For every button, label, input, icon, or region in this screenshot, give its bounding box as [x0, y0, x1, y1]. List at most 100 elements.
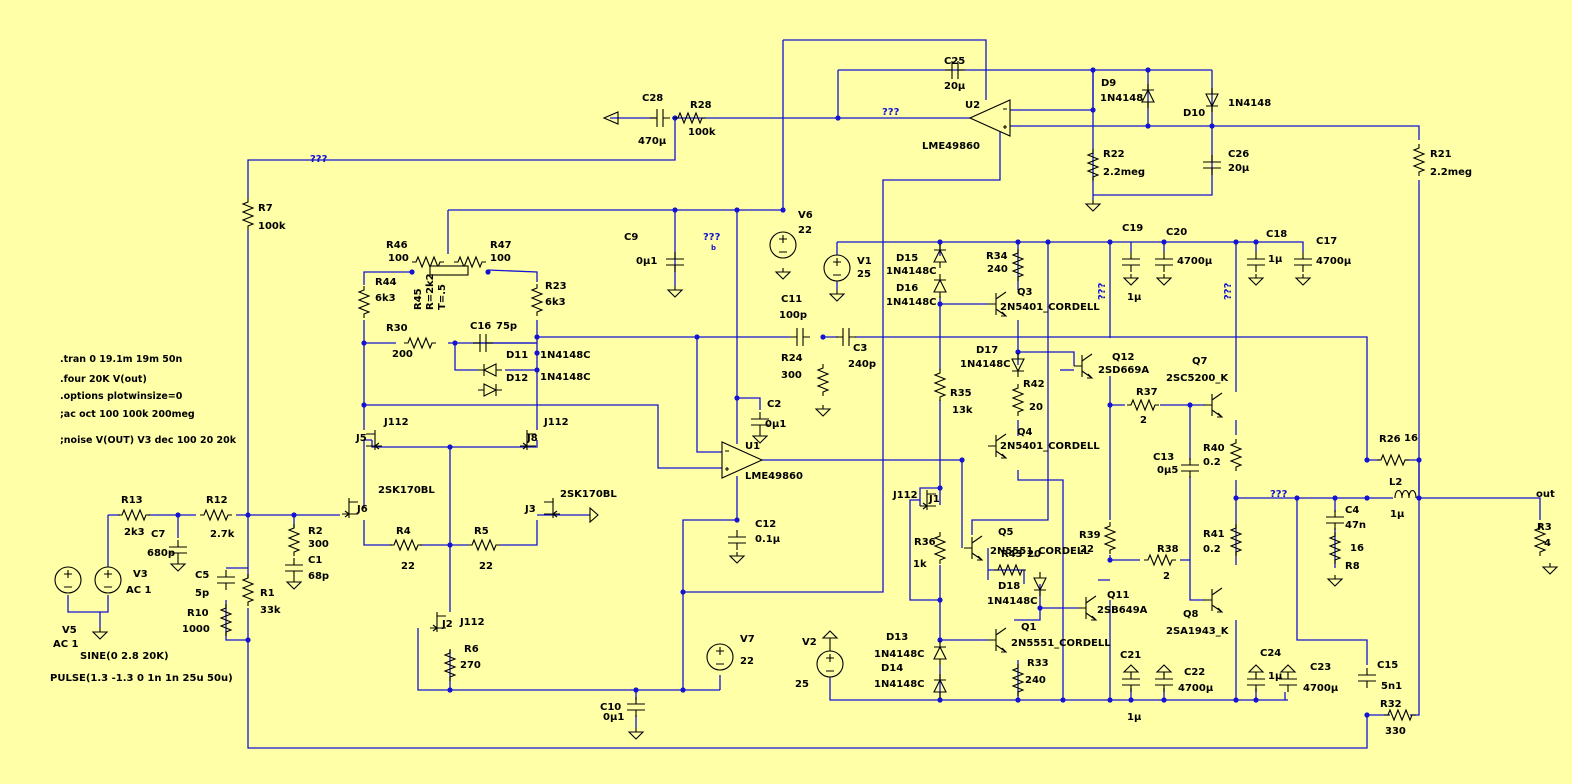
value-c11: 100p: [779, 310, 807, 321]
value-r3: 4: [1544, 538, 1551, 549]
label-r30: R30: [386, 323, 408, 334]
label-d15: D15: [896, 253, 918, 264]
value-r7: 100k: [258, 221, 286, 232]
label-r47: R47: [490, 240, 512, 251]
value-r13: 2k3: [124, 527, 145, 538]
value-c24: 1µ: [1268, 671, 1283, 682]
value-c26: 20µ: [1228, 163, 1250, 174]
net-label: ???: [882, 107, 900, 118]
net-labels: ??? ??? ??? b ??? ??? ??? out: [310, 107, 1555, 500]
label-r5: R5: [474, 526, 489, 537]
label-r44: R44: [375, 277, 397, 288]
label-u1: U1: [745, 441, 760, 452]
label-j6: J6: [356, 504, 368, 515]
label-q4: Q4: [1017, 427, 1033, 438]
value-q5: 2N5551_CORDELL: [990, 546, 1090, 557]
value-r26: 16: [1404, 433, 1418, 444]
value-q3: 2N5401_CORDELL: [1000, 302, 1100, 313]
label-d12: D12: [506, 373, 528, 384]
value-q12: 2SD669A: [1098, 365, 1149, 376]
wires: [67, 39, 1541, 749]
label-r10: R10: [187, 608, 209, 619]
label-d11: D11: [506, 350, 528, 361]
value-c4: 47n: [1345, 520, 1366, 531]
label-d17: D17: [976, 345, 998, 356]
label-r37: R37: [1136, 387, 1158, 398]
value-c13: 0µ5: [1157, 465, 1178, 476]
value-v6: 22: [798, 225, 812, 236]
value-d13: 1N4148C: [874, 649, 925, 660]
label-d16: D16: [896, 283, 918, 294]
value-c25: 20µ: [944, 81, 966, 92]
tap-r45: T=.5: [437, 284, 448, 310]
value-r39: 22: [1080, 544, 1094, 555]
value-r1: 33k: [260, 605, 281, 616]
value-r35: 13k: [952, 405, 973, 416]
label-q3: Q3: [1017, 287, 1033, 298]
value-r44: 6k3: [375, 293, 396, 304]
value-c17: 4700µ: [1316, 256, 1352, 267]
label-j1: J1: [928, 494, 940, 505]
value-r28: 100k: [688, 127, 716, 138]
label-r41: R41: [1203, 529, 1225, 540]
label-c25: C25: [944, 56, 965, 67]
value-j1: J112: [892, 490, 918, 501]
label-d9: D9: [1101, 78, 1116, 89]
net-label: ???: [1223, 282, 1234, 300]
label-c7: C7: [151, 529, 165, 540]
value-c19: 1µ: [1127, 292, 1142, 303]
value-d9: 1N4148: [1100, 93, 1143, 104]
label-q1: Q1: [1021, 622, 1037, 633]
label-c4: C4: [1345, 505, 1359, 516]
component-labels: C28 470µ R28 100k C25 20µ U2 LME49860 D9…: [50, 56, 1552, 737]
label-c17: C17: [1316, 236, 1337, 247]
label-v2: V2: [802, 637, 817, 648]
label-r1: R1: [260, 588, 275, 599]
value-r23: 6k3: [545, 297, 566, 308]
value-r22: 2.2meg: [1103, 167, 1145, 178]
label-q8: Q8: [1183, 609, 1199, 620]
junction-dots: [175, 67, 1422, 718]
label-c2: C2: [767, 399, 781, 410]
value-c15: 5n1: [1381, 681, 1402, 692]
label-c3: C3: [853, 343, 867, 354]
value-c28: 470µ: [638, 136, 667, 147]
value-r43: 20: [1027, 549, 1041, 560]
label-r42: R42: [1023, 379, 1045, 390]
value-v1: 25: [857, 269, 871, 280]
label-c28: C28: [642, 93, 663, 104]
value-r40: 0.2: [1203, 457, 1221, 468]
label-c18: C18: [1266, 229, 1287, 240]
label-d18: D18: [998, 581, 1020, 592]
value-r21: 2.2meg: [1430, 167, 1472, 178]
value-v2: 25: [795, 679, 809, 690]
label-r36: R36: [914, 537, 936, 548]
value-r10: 1000: [182, 624, 210, 635]
label-v1: V1: [857, 256, 872, 267]
value-c5: 5p: [195, 588, 209, 599]
label-r32: R32: [1380, 699, 1402, 710]
value-r46: 100: [388, 253, 409, 264]
directives-block: .tran 0 19.1m 19m 50n .four 20K V(out) .…: [60, 354, 237, 446]
value-q1: 2N5551_CORDELL: [1011, 638, 1111, 649]
value-c1: 68p: [308, 571, 329, 582]
label-r21: R21: [1430, 149, 1452, 160]
label-c26: C26: [1228, 149, 1249, 160]
label-r3: R3: [1537, 522, 1552, 533]
value-q7: 2SC5200_K: [1166, 373, 1229, 384]
value-c9: 0µ1: [636, 256, 657, 267]
label-q5: Q5: [998, 527, 1014, 538]
value-r36: 1k: [913, 559, 927, 570]
value-v3: AC 1: [126, 585, 152, 596]
label-v6: V6: [798, 210, 813, 221]
directive-options: .options plotwinsize=0: [60, 391, 183, 402]
sine-v5: SINE(0 2.8 20K): [80, 651, 169, 662]
label-r12: R12: [206, 495, 228, 506]
value-r12: 2.7k: [210, 529, 235, 540]
value-c12: 0.1µ: [755, 534, 781, 545]
value-d18: 1N4148C: [987, 596, 1038, 607]
label-c16: C16: [470, 321, 491, 332]
label-c12: C12: [755, 519, 776, 530]
directive-tran: .tran 0 19.1m 19m 50n: [60, 354, 183, 365]
